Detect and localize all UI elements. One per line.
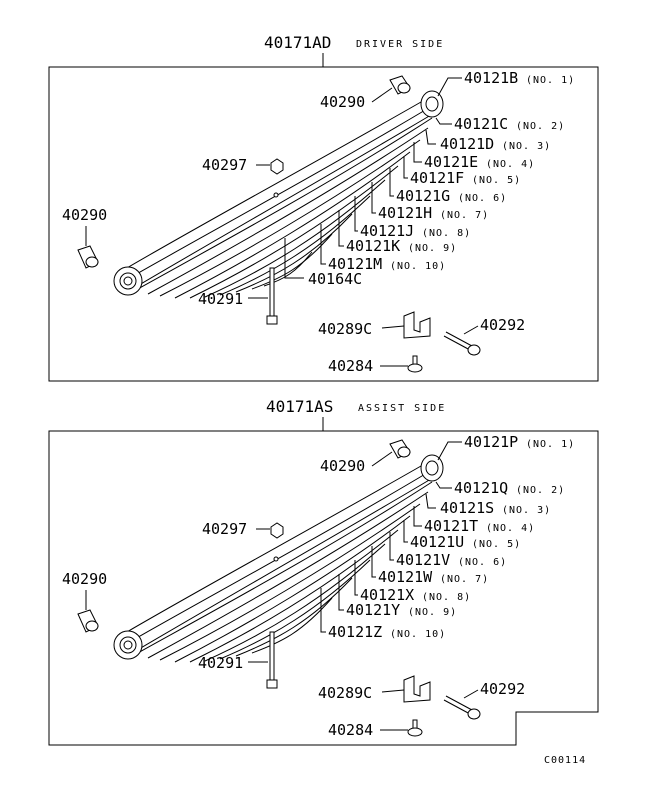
- leaf-part-9[interactable]: 40121K: [346, 237, 400, 255]
- assembly-side-label: ASSIST SIDE: [358, 403, 446, 414]
- leaf-part-2[interactable]: 40121Q: [454, 479, 508, 497]
- leaf-callout-lines: [320, 77, 462, 265]
- leaf-part-1[interactable]: 40121B: [464, 69, 518, 87]
- leaf-note-7: (NO. 7): [440, 574, 489, 585]
- assembly-part-number[interactable]: 40171AS: [266, 397, 333, 416]
- bracket-icon: [403, 675, 431, 703]
- leaf-note-4: (NO. 4): [486, 523, 535, 534]
- part-screw[interactable]: 40284: [328, 721, 373, 739]
- screw-icon: [407, 719, 423, 737]
- leaf-part-7[interactable]: 40121H: [378, 204, 432, 222]
- screw-icon: [407, 355, 423, 373]
- leaf-part-1[interactable]: 40121P: [464, 433, 518, 451]
- leaf-part-10[interactable]: 40121Z: [328, 623, 382, 641]
- leaf-note-8: (NO. 8): [422, 228, 471, 239]
- leaf-note-9: (NO. 9): [408, 607, 457, 618]
- bushing-left-icon: [77, 245, 99, 269]
- leaf-part-8[interactable]: 40121X: [360, 586, 414, 604]
- leaf-part-5[interactable]: 40121F: [410, 169, 464, 187]
- leaf-note-1: (NO. 1): [526, 75, 575, 86]
- bolt-icon: [443, 331, 481, 356]
- leaf-note-3: (NO. 3): [502, 141, 551, 152]
- assembly-side-label: DRIVER SIDE: [356, 39, 444, 50]
- bushing-left-icon: [77, 609, 99, 633]
- part-nut[interactable]: 40297: [202, 520, 247, 538]
- leaf-part-5[interactable]: 40121U: [410, 533, 464, 551]
- leaf-part-2[interactable]: 40121C: [454, 115, 508, 133]
- leaf-note-5: (NO. 5): [472, 175, 521, 186]
- nut-icon: [270, 522, 284, 539]
- part-bushing-top[interactable]: 40290: [320, 457, 365, 475]
- leaf-part-8[interactable]: 40121J: [360, 222, 414, 240]
- leaf-part-9[interactable]: 40121Y: [346, 601, 400, 619]
- part-bolt[interactable]: 40292: [480, 316, 525, 334]
- part-bracket[interactable]: 40289C: [318, 684, 372, 702]
- panel-driver-side: 40171AD DRIVER SIDE: [48, 33, 599, 382]
- leaf-part-10[interactable]: 40121M: [328, 255, 382, 273]
- leaf-part-4[interactable]: 40121T: [424, 517, 478, 535]
- part-last-leaf[interactable]: 40164C: [308, 270, 362, 288]
- bushing-top-icon: [389, 439, 411, 459]
- leaf-callouts: 40121B (NO. 1) 40121C (NO. 2) 40121D (NO…: [328, 69, 575, 273]
- part-bushing-left[interactable]: 40290: [62, 206, 107, 224]
- part-bracket[interactable]: 40289C: [318, 320, 372, 338]
- panel-frame: [48, 430, 599, 746]
- leaf-callouts: 40121P (NO. 1) 40121Q (NO. 2) 40121S (NO…: [328, 433, 575, 641]
- nut-icon: [270, 158, 284, 175]
- part-center-bolt[interactable]: 40291: [198, 290, 243, 308]
- part-center-bolt[interactable]: 40291: [198, 654, 243, 672]
- leaf-note-7: (NO. 7): [440, 210, 489, 221]
- leaf-part-4[interactable]: 40121E: [424, 153, 478, 171]
- center-bolt-icon: [266, 631, 278, 689]
- leaf-note-10: (NO. 10): [390, 261, 446, 272]
- bushing-top-icon: [389, 75, 411, 95]
- leaf-note-6: (NO. 6): [458, 193, 507, 204]
- part-bushing-left[interactable]: 40290: [62, 570, 107, 588]
- leaf-part-7[interactable]: 40121W: [378, 568, 433, 586]
- leaf-note-2: (NO. 2): [516, 121, 565, 132]
- leaf-part-6[interactable]: 40121V: [396, 551, 450, 569]
- panel-frame: [48, 66, 599, 382]
- diagram-code: C00114: [544, 755, 586, 766]
- leaf-note-3: (NO. 3): [502, 505, 551, 516]
- leaf-note-8: (NO. 8): [422, 592, 471, 603]
- leaf-note-9: (NO. 9): [408, 243, 457, 254]
- leaf-part-6[interactable]: 40121G: [396, 187, 450, 205]
- leaf-note-5: (NO. 5): [472, 539, 521, 550]
- leaf-note-4: (NO. 4): [486, 159, 535, 170]
- leaf-note-1: (NO. 1): [526, 439, 575, 450]
- bracket-icon: [403, 311, 431, 339]
- part-nut[interactable]: 40297: [202, 156, 247, 174]
- bolt-icon: [443, 695, 481, 720]
- leaf-part-3[interactable]: 40121S: [440, 499, 494, 517]
- leaf-note-10: (NO. 10): [390, 629, 446, 640]
- assembly-part-number[interactable]: 40171AD: [264, 33, 331, 52]
- leaf-spring-drawing: [113, 90, 444, 299]
- leaf-part-3[interactable]: 40121D: [440, 135, 494, 153]
- part-screw[interactable]: 40284: [328, 357, 373, 375]
- leaf-spring-drawing: [113, 454, 444, 663]
- part-bushing-top[interactable]: 40290: [320, 93, 365, 111]
- leaf-callout-lines: [320, 441, 462, 633]
- center-bolt-icon: [266, 267, 278, 325]
- leaf-note-2: (NO. 2): [516, 485, 565, 496]
- panel-assist-side: 40171AS ASSIST SIDE 40290: [48, 397, 599, 746]
- leaf-note-6: (NO. 6): [458, 557, 507, 568]
- part-bolt[interactable]: 40292: [480, 680, 525, 698]
